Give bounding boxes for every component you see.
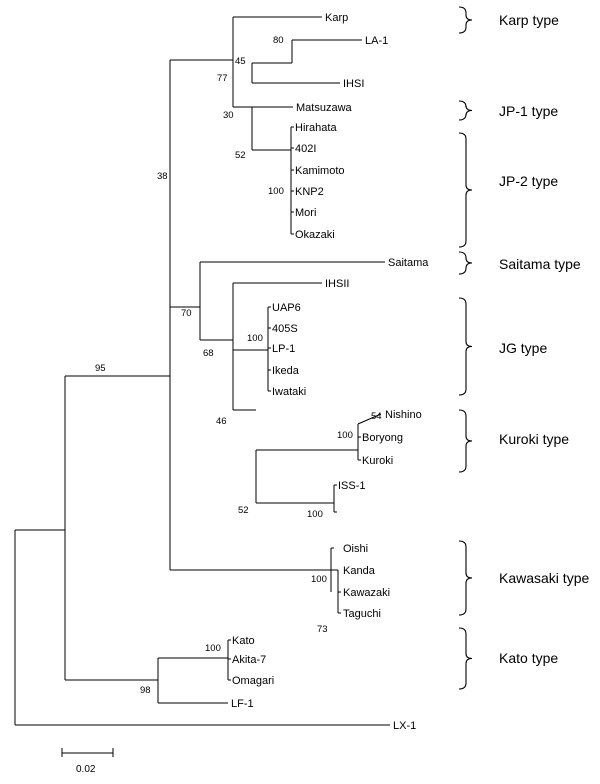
support-value: 68 (203, 348, 214, 359)
taxon-label-matsuzawa: Matsuzawa (296, 102, 353, 114)
taxon-label-iss1: ISS-1 (338, 480, 366, 492)
support-value: 73 (317, 624, 328, 635)
taxon-label-oishi: Oishi (343, 543, 368, 555)
taxon-label-ihsii: IHSII (325, 278, 349, 290)
group-label-jg-type: JG type (499, 340, 547, 356)
taxon-label-kamimoto: Kamimoto (295, 165, 345, 177)
support-value: 95 (95, 363, 106, 374)
tree-branch (357, 413, 382, 425)
taxon-label-kanda: Kanda (343, 565, 376, 577)
support-value: 38 (157, 171, 168, 182)
group-label-saitama-type: Saitama type (499, 256, 581, 272)
taxon-label-ikeda: Ikeda (272, 365, 300, 377)
scale-bar: 0.02 (61, 748, 114, 775)
taxon-label-boryong: Boryong (362, 432, 403, 444)
taxon-label-mori: Mori (295, 207, 316, 219)
support-value: 70 (181, 308, 192, 319)
taxon-label-karp: Karp (325, 12, 348, 24)
support-value: 46 (216, 416, 227, 427)
support-value: 45 (235, 56, 246, 67)
taxon-label-okazaki: Okazaki (295, 229, 335, 241)
taxon-label-lf1: LF-1 (231, 698, 254, 710)
support-value: 80 (273, 35, 284, 46)
taxon-label-akita7: Akita-7 (232, 654, 266, 666)
brace-kawasaki-type (458, 540, 473, 616)
scale-bar-label: 0.02 (76, 764, 96, 775)
taxon-label-saitama: Saitama (388, 257, 429, 269)
taxon-label-nishino: Nishino (385, 409, 422, 421)
support-value: 54 (371, 411, 382, 422)
group-label-kawasaki-type: Kawasaki type (499, 570, 589, 586)
support-value: 98 (140, 685, 151, 696)
support-values: 77 80 45 30 52 100 38 70 68 100 46 54 100 52 100 95 100 7… (95, 35, 382, 696)
taxon-label-knp2: KNP2 (295, 186, 324, 198)
support-value: 77 (217, 73, 228, 84)
support-value: 100 (247, 333, 263, 344)
brace-jg-type (458, 297, 473, 396)
brace-kato-type (458, 627, 473, 690)
taxon-label-omagari: Omagari (232, 675, 274, 687)
group-label-jp1-type: JP-1 type (499, 103, 558, 119)
taxon-label-lp1: LP-1 (272, 343, 295, 355)
brace-jp1-type (458, 100, 473, 121)
taxon-label-lx1: LX-1 (393, 720, 416, 732)
support-value: 52 (238, 505, 249, 516)
taxon-label-t405s: 405S (272, 323, 298, 335)
support-value: 30 (223, 110, 234, 121)
support-value: 100 (337, 430, 353, 441)
brace-jp2-type (458, 132, 473, 248)
taxon-label-hirahata: Hirahata (295, 122, 337, 134)
group-label-kato-type: Kato type (499, 650, 558, 666)
group-label-karp-type: Karp type (499, 12, 559, 28)
taxon-label-t402i: 402I (295, 143, 316, 155)
taxon-label-kawazaki: Kawazaki (343, 587, 390, 599)
group-label-kuroki-type: Kuroki type (499, 431, 569, 447)
group-label-jp2-type: JP-2 type (499, 173, 558, 189)
taxon-label-taguchi: Taguchi (343, 608, 381, 620)
tree-branches (14, 16, 390, 726)
support-value: 100 (268, 186, 284, 197)
taxon-label-uap6: UAP6 (272, 302, 301, 314)
support-value: 100 (307, 509, 323, 520)
support-value: 100 (205, 643, 221, 654)
taxon-label-la1: LA-1 (365, 35, 388, 47)
support-value: 52 (235, 150, 246, 161)
taxon-label-kato: Kato (232, 635, 255, 647)
brace-kuroki-type (458, 409, 473, 473)
support-value: 100 (311, 574, 327, 585)
taxon-label-iwataki: Iwataki (272, 386, 306, 398)
brace-saitama-type (458, 251, 473, 275)
taxon-label-kuroki: Kuroki (362, 455, 393, 467)
brace-karp-type (458, 6, 473, 34)
taxon-label-ihsi: IHSI (343, 78, 364, 90)
